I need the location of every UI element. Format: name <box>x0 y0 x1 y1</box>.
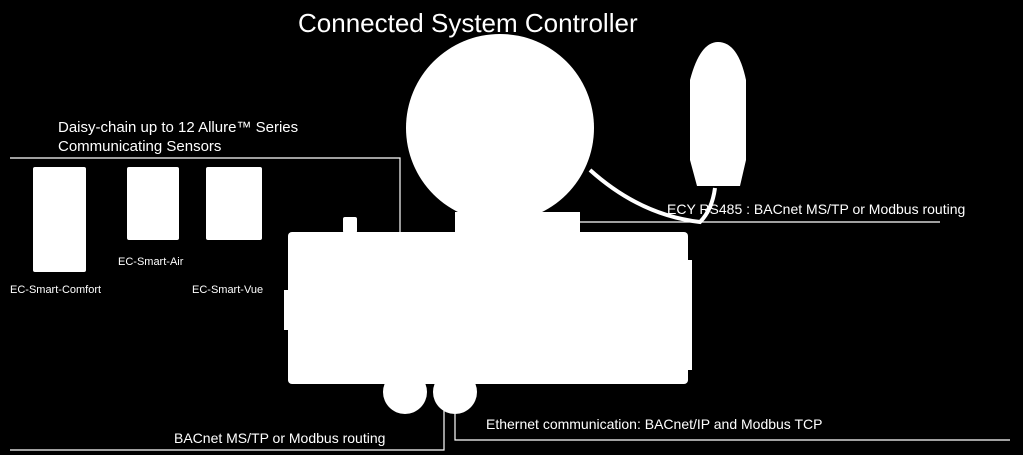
antenna-icon <box>690 42 746 186</box>
label-ec-smart-vue: EC-Smart-Vue <box>192 284 264 296</box>
antenna-cable <box>588 168 717 225</box>
label-bacnet: BACnet MS/TP or Modbus routing <box>174 430 386 446</box>
label-ec-smart-comfort: EC-Smart-Comfort <box>10 284 102 296</box>
controller-body <box>288 232 688 384</box>
controller-knob <box>343 217 357 233</box>
label-ecy-rs485: ECY RS485 : BACnet MS/TP or Modbus routi… <box>667 201 966 217</box>
controller-right-lip <box>684 260 692 370</box>
bacnet-port <box>383 370 427 414</box>
sensors-heading-line1: Daisy-chain up to 12 Allure™ Series <box>58 119 299 136</box>
sensor-ec-smart-vue <box>206 167 262 240</box>
sensor-bus-line <box>10 157 401 232</box>
sensor-ec-smart-comfort <box>33 167 86 272</box>
controller-left-lip <box>284 290 292 330</box>
ethernet-port <box>433 370 477 414</box>
diagram-title: Connected System Controller <box>298 8 638 38</box>
sensor-ec-smart-air <box>127 167 179 240</box>
label-ec-smart-air: EC-Smart-Air <box>118 256 184 268</box>
sensors-heading: Daisy-chain up to 12 Allure™ Series Comm… <box>58 118 298 156</box>
bacnet-line <box>10 410 445 451</box>
sensors-heading-line2: Communicating Sensors <box>58 138 222 155</box>
globe-module <box>406 34 594 222</box>
controller-top-ridge <box>455 212 580 234</box>
ethernet-line <box>454 414 1010 441</box>
label-ethernet: Ethernet communication: BACnet/IP and Mo… <box>486 416 823 432</box>
